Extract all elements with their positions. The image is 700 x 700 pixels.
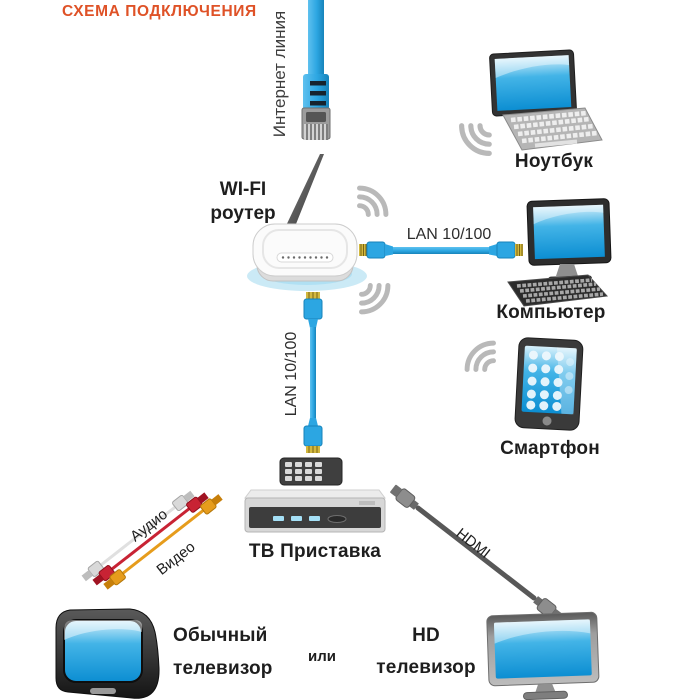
internet-cable-graphic [301, 0, 331, 140]
laptop-illustration [489, 49, 603, 151]
hdmi-cable-illustration [390, 484, 562, 622]
box-button [327, 515, 347, 523]
computer-keyboard [507, 274, 609, 307]
lan-computer-label: LAN 10/100 [406, 226, 492, 243]
hd-tv-illustration [486, 611, 600, 700]
computer-label: Компьютер [496, 302, 606, 323]
computer-keys [516, 278, 604, 303]
hdmi-wire [415, 505, 537, 601]
rj45-connector [303, 425, 323, 447]
computer-illustration [507, 198, 612, 307]
hdmi-plug [390, 484, 419, 510]
rj45-connector [366, 241, 386, 259]
lan-settop-label: LAN 10/100 [283, 331, 300, 417]
hdtv-screen [493, 619, 592, 679]
crt-panel [90, 688, 116, 694]
router-top [252, 223, 358, 277]
or-label: или [308, 648, 336, 665]
smartphone-label: Смартфон [500, 438, 600, 459]
box-top-face [244, 489, 386, 499]
wifi-signal-icon [464, 340, 496, 372]
internet-line-label: Интернет линия [270, 10, 289, 138]
remote-keys [285, 462, 322, 481]
wifi-signal-icon [359, 283, 391, 315]
hdtv-neck [535, 683, 556, 693]
phone-home-button [542, 416, 552, 426]
settop-label: ТВ Приставка [248, 541, 382, 562]
hd-tv-label: HD телевизор [376, 625, 476, 678]
router-label: WI-FI роутер [210, 179, 276, 224]
rca-plugs [81, 490, 223, 590]
lan-cable-computer [359, 241, 523, 259]
laptop-label: Ноутбук [514, 151, 594, 172]
laptop-spacebar [534, 139, 578, 148]
cable-body [310, 327, 316, 419]
settop-box-illustration [244, 457, 386, 533]
box-leds [273, 516, 320, 521]
audio-red-cable [111, 507, 191, 571]
cable-body [308, 0, 324, 80]
crt-tv-label: Обычный телевизор [173, 625, 273, 679]
audio-white-cable [100, 505, 177, 567]
box-vent [359, 501, 375, 505]
laptop-screen [489, 49, 577, 117]
page-title: СХЕМА ПОДКЛЮЧЕНИЯ [62, 3, 257, 20]
rca-cables-illustration [81, 490, 223, 590]
router-antenna [284, 154, 324, 234]
crt-tv-illustration [55, 608, 160, 699]
router-illustration [247, 154, 367, 291]
smartphone-illustration [514, 337, 584, 431]
phone-dialpad-dots [526, 350, 575, 411]
wifi-signal-icon [357, 185, 389, 217]
rj45-pins [306, 124, 328, 140]
video-yellow-cable [121, 509, 205, 575]
crt-screen [63, 619, 143, 683]
rj45-connector [303, 298, 323, 320]
monitor-stand [556, 264, 578, 276]
monitor [526, 198, 612, 266]
lan-cable-settop [303, 292, 323, 453]
hdtv-base [522, 690, 568, 700]
wifi-signal-icon [459, 123, 492, 156]
router-leds [281, 256, 329, 259]
cable-body [391, 247, 491, 254]
